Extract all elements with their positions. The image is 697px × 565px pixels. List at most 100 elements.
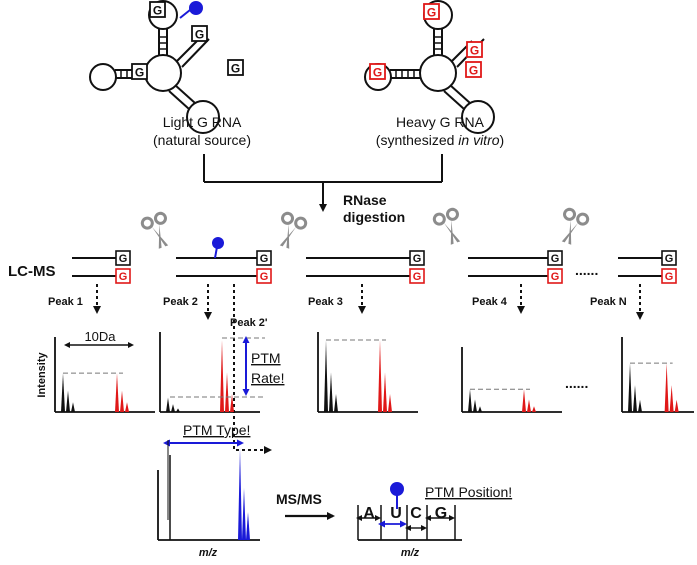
ptm-rate-label-2: Rate!	[251, 370, 284, 386]
peak-label-3: Peak 3	[308, 296, 343, 308]
peak-label-2: Peak 2	[163, 296, 198, 308]
heavy-g-rna-structure: G G G G	[364, 0, 495, 134]
light-isotope-peak	[638, 399, 642, 412]
msms-fragment-peak	[242, 488, 246, 540]
fragment-pair-n: G G	[618, 250, 677, 284]
g-box-label: G	[470, 44, 479, 58]
peak-label-2-prime: Peak 2'	[230, 317, 268, 329]
heavy-isotope-peak	[115, 373, 119, 412]
g-box-label: G	[427, 6, 436, 20]
fragment-pair-3: G G	[306, 250, 425, 284]
modification-stalk	[179, 9, 191, 19]
fragment-pair-1: G G	[72, 250, 131, 284]
fragment-pair-2: G G	[176, 237, 272, 284]
heavy-rna-title: Heavy G RNA	[396, 114, 485, 130]
spectra-group	[54, 332, 694, 413]
ptm-position-label: PTM Position!	[425, 484, 512, 500]
ptm-position-ball	[390, 482, 404, 496]
svg-text:G: G	[260, 253, 269, 265]
light-isotope-peak	[166, 397, 170, 412]
peak-arrows	[93, 284, 644, 454]
light-g-rna-structure: G G G G	[89, 0, 244, 134]
modification-ball	[189, 1, 203, 15]
light-isotope-peak	[171, 404, 175, 412]
light-isotope-peak	[176, 408, 180, 412]
base-c: C	[410, 505, 422, 522]
svg-text:G: G	[551, 253, 560, 265]
g-box-label: G	[231, 62, 240, 76]
light-isotope-peak	[473, 399, 477, 412]
g-box-label: G	[195, 28, 204, 42]
svg-text:G: G	[665, 253, 674, 265]
svg-text:G: G	[413, 271, 422, 283]
heavy-isotope-peak	[664, 363, 669, 412]
lcms-spectrum-4	[461, 347, 562, 413]
heavy-isotope-peak	[532, 406, 536, 412]
svg-text:G: G	[551, 271, 560, 283]
g-box-label: G	[135, 66, 144, 80]
heavy-isotope-peak	[669, 385, 674, 412]
spectra-ellipsis: ......	[565, 375, 588, 391]
base-g: G	[435, 505, 447, 522]
heavy-isotope-peak	[125, 402, 129, 412]
fragments-ellipsis: ......	[575, 262, 598, 278]
heavy-isotope-peak	[225, 372, 229, 412]
spacing-label: 10Da	[84, 329, 116, 344]
svg-text:G: G	[413, 253, 422, 265]
msms-fragment-peak	[246, 512, 250, 540]
intensity-axis-label: Intensity	[36, 352, 48, 398]
svg-text:G: G	[119, 271, 128, 283]
msms-fragment-peak	[238, 448, 242, 540]
base-u: U	[390, 505, 402, 522]
light-rna-title: Light G RNA	[163, 114, 242, 130]
msms-arrow-label: MS/MS	[276, 491, 322, 507]
ptm-rate-label-1: PTM	[251, 350, 281, 366]
lcms-label: LC-MS	[8, 263, 56, 280]
ptm-type-label: PTM Type!	[183, 422, 250, 438]
lcms-spectrum-5	[621, 337, 694, 413]
heavy-isotope-peak	[527, 399, 531, 412]
merge-bracket	[203, 154, 443, 212]
heavy-isotope-peak	[522, 389, 526, 412]
heavy-isotope-peak	[388, 394, 392, 412]
base-a: A	[363, 505, 375, 522]
light-isotope-peak	[329, 372, 333, 412]
scissors-icon	[553, 206, 591, 249]
light-isotope-peak	[334, 394, 338, 412]
svg-text:G: G	[260, 271, 269, 283]
msms-peaks	[238, 448, 250, 540]
heavy-rna-subtitle: (synthesized in vitro)	[376, 132, 504, 148]
heavy-isotope-peak	[674, 399, 679, 412]
peak-label-1: Peak 1	[48, 296, 83, 308]
light-isotope-peak	[628, 363, 632, 412]
ptm-position-ladder	[356, 505, 462, 541]
light-isotope-peak	[324, 340, 328, 412]
fragment-pair-4: G G	[468, 250, 563, 284]
heavy-isotope-peak	[383, 372, 387, 412]
light-isotope-peak	[468, 389, 472, 412]
heavy-isotope-peak	[378, 340, 382, 412]
svg-text:G: G	[119, 253, 128, 265]
peak-label-4: Peak 4	[472, 296, 508, 308]
svg-text:G: G	[665, 271, 674, 283]
light-rna-subtitle: (natural source)	[153, 132, 251, 148]
heavy-isotope-peak	[220, 340, 224, 412]
light-isotope-peak	[478, 406, 482, 412]
scissors-icon	[431, 206, 469, 249]
g-box-label: G	[153, 4, 162, 18]
ladder-xlabel: m/z	[401, 547, 420, 559]
lcms-spectrum-2	[159, 332, 260, 413]
scissors-icon	[271, 210, 309, 253]
heavy-isotope-peak	[120, 390, 124, 412]
digestion-label-line2: digestion	[343, 209, 405, 225]
heavy-isotope-peak	[230, 394, 234, 412]
scissors-icon	[139, 210, 177, 253]
light-isotope-peak	[61, 373, 65, 412]
digestion-label-line1: RNase	[343, 192, 387, 208]
g-box-label: G	[469, 64, 478, 78]
light-isotope-peak	[633, 385, 637, 412]
g-box-label: G	[373, 66, 382, 80]
light-isotope-peak	[71, 402, 75, 412]
lcms-spectrum-1	[54, 337, 155, 413]
